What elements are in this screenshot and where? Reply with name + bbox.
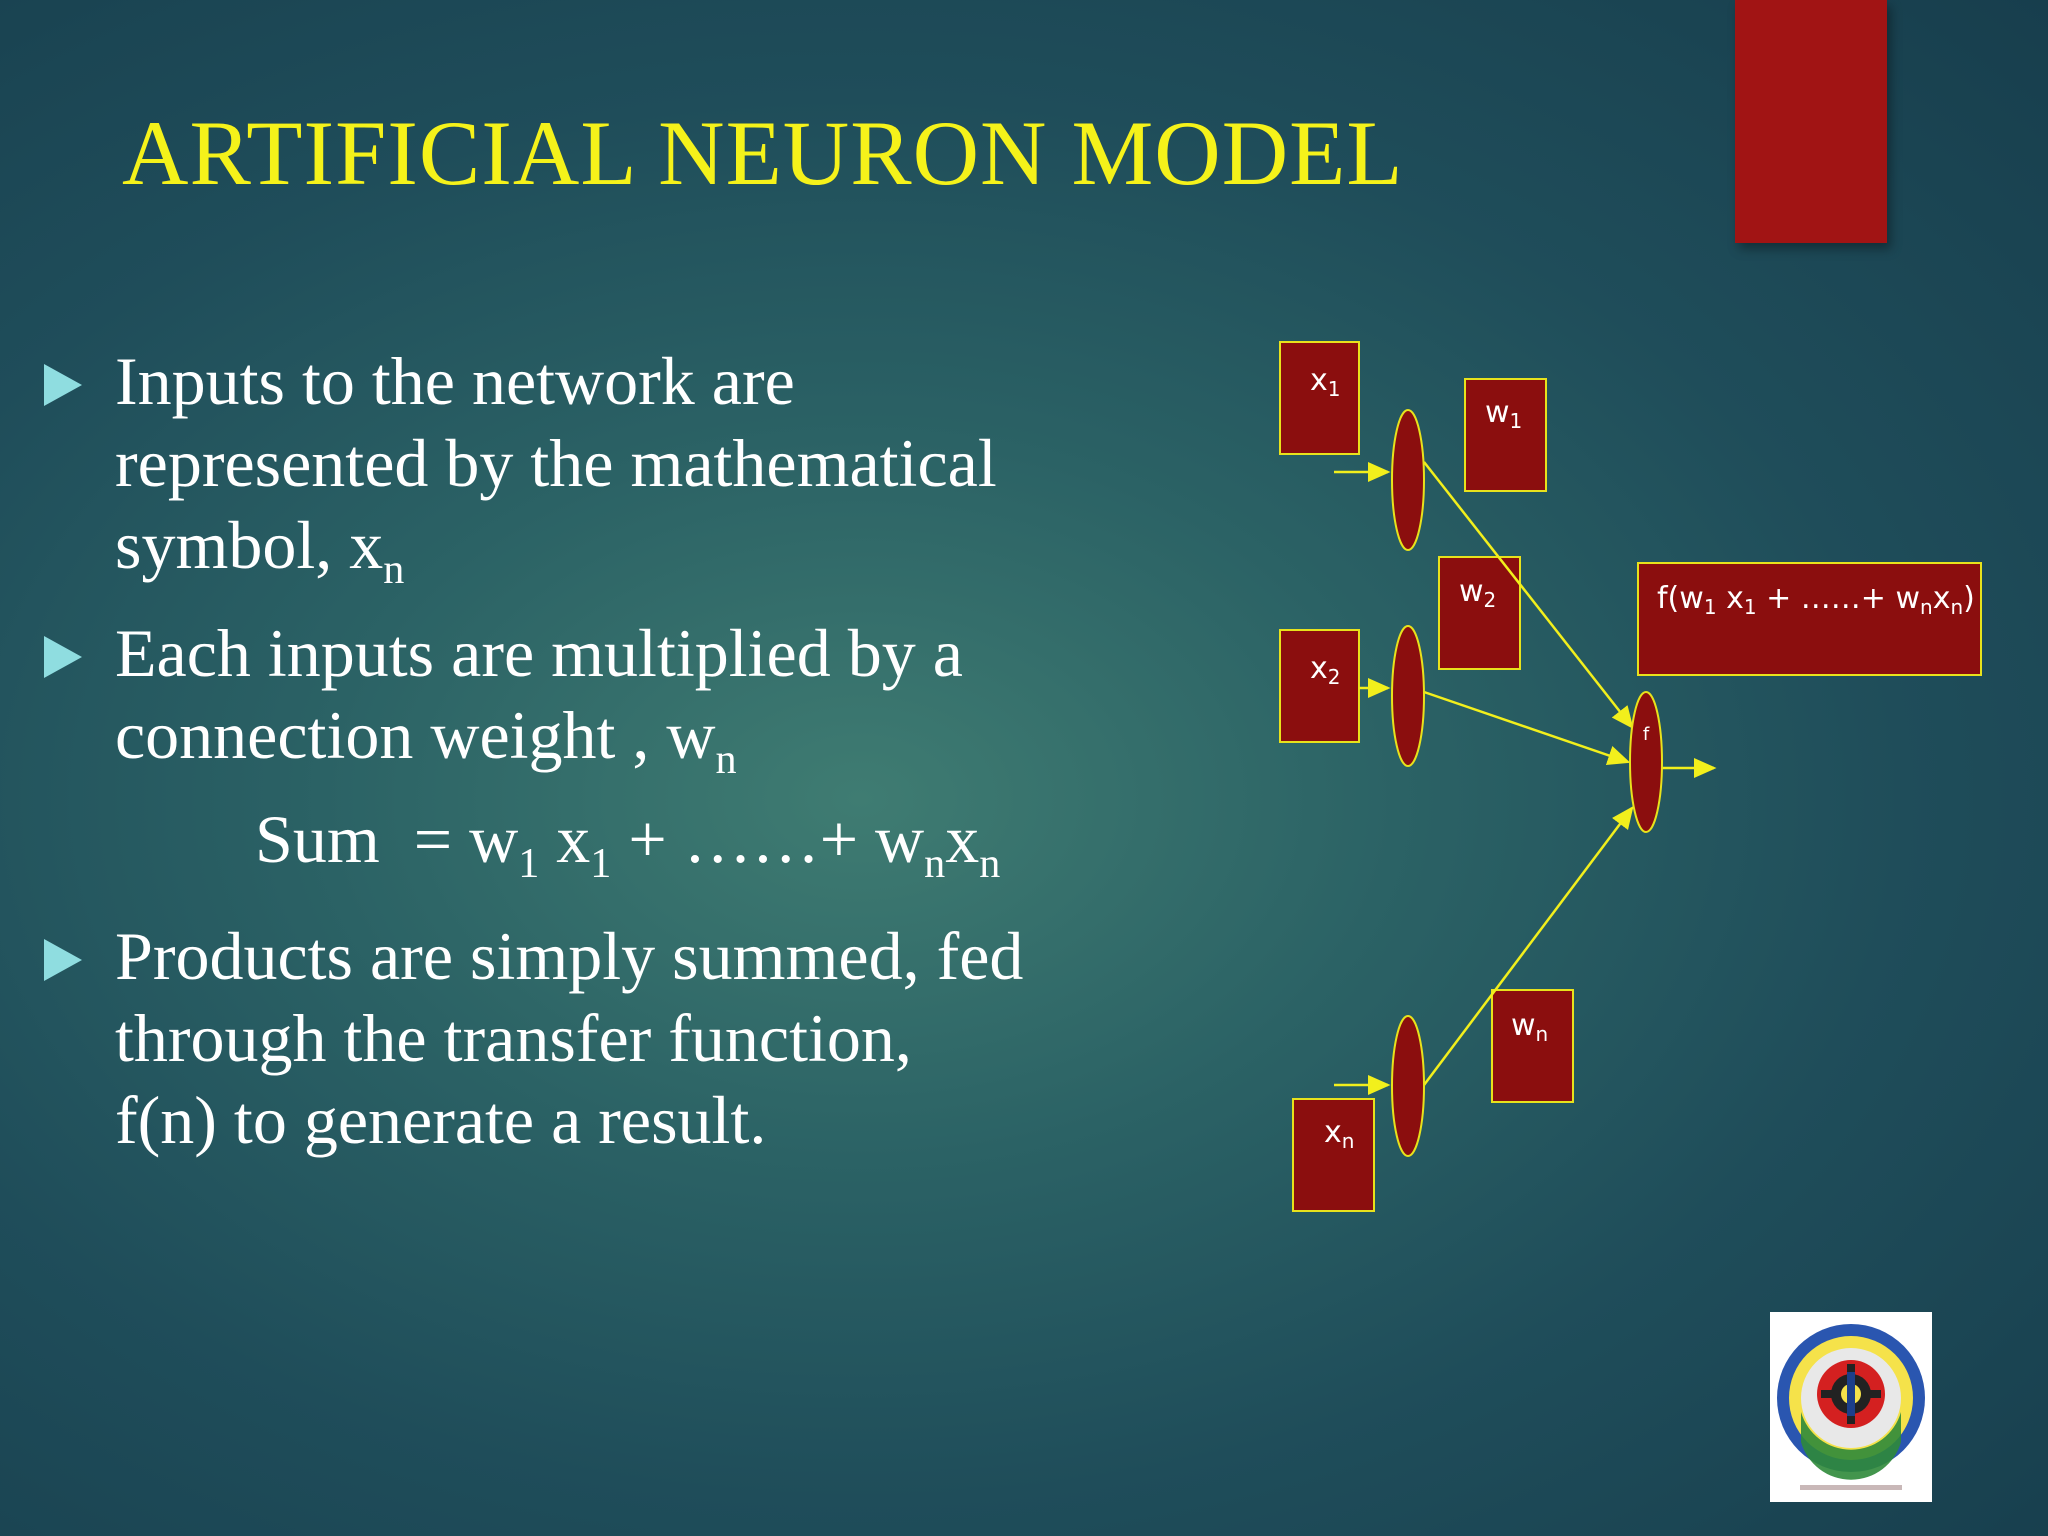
bullet-line: represented by the mathematical [115, 425, 997, 501]
weight-box-w2: w2 [1438, 556, 1521, 670]
triangle-bullet-icon [44, 636, 82, 678]
summing-node-1 [1391, 409, 1425, 551]
input-label-x2: x2 [1310, 651, 1341, 689]
input-box-x1: x1 [1279, 341, 1360, 455]
bullet-text-weights: Each inputs are multiplied by a connecti… [115, 612, 1245, 783]
bullet-line: symbol, xn [115, 507, 405, 593]
output-formula-text: f(w1 x1 + ……+ wnxn) [1657, 581, 1975, 619]
transfer-function-node [1629, 691, 1663, 833]
weight-box-w1: w1 [1464, 378, 1547, 492]
institute-logo [1770, 1312, 1932, 1502]
slide-title: ARTIFICIAL NEURON MODEL [122, 102, 1404, 204]
weight-label-w1: w1 [1485, 395, 1522, 433]
sum-formula: Sum = w1 x1 + ……+ wnxn [255, 801, 1001, 887]
bullet-text-inputs: Inputs to the network are represented by… [115, 340, 1245, 593]
input-label-xn: xn [1324, 1115, 1354, 1153]
summing-node-n [1391, 1015, 1425, 1157]
bullet-line: Inputs to the network are [115, 343, 795, 419]
line-node1-to-f [1423, 461, 1634, 729]
weight-label-wn: wn [1511, 1008, 1548, 1046]
bullet-line: connection weight , wn [115, 697, 737, 783]
weight-label-w2: w2 [1459, 574, 1496, 612]
transfer-function-label: f [1643, 724, 1650, 745]
input-label-x1: x1 [1310, 363, 1341, 401]
triangle-bullet-icon [44, 939, 82, 981]
decorative-red-tab [1735, 0, 1887, 243]
summing-node-2 [1391, 625, 1425, 767]
weight-box-wn: wn [1491, 989, 1574, 1103]
line-noden-to-f [1423, 806, 1634, 1086]
bullet-text-products: Products are simply summed, fed through … [115, 915, 1245, 1161]
input-box-x2: x2 [1279, 629, 1360, 743]
bullet-line: Products are simply summed, fed [115, 918, 1024, 994]
connection-lines [1334, 461, 1717, 1095]
bullet-line: through the transfer function, [115, 1000, 912, 1076]
line-node2-to-f [1423, 690, 1631, 765]
bullet-line: Each inputs are multiplied by a [115, 615, 963, 691]
bullet-line: f(n) to generate a result. [115, 1082, 767, 1158]
input-box-xn: xn [1292, 1098, 1375, 1212]
institute-seal-icon [1777, 1324, 1925, 1496]
output-formula-box: f(w1 x1 + ……+ wnxn) [1637, 562, 1982, 676]
triangle-bullet-icon [44, 364, 82, 406]
